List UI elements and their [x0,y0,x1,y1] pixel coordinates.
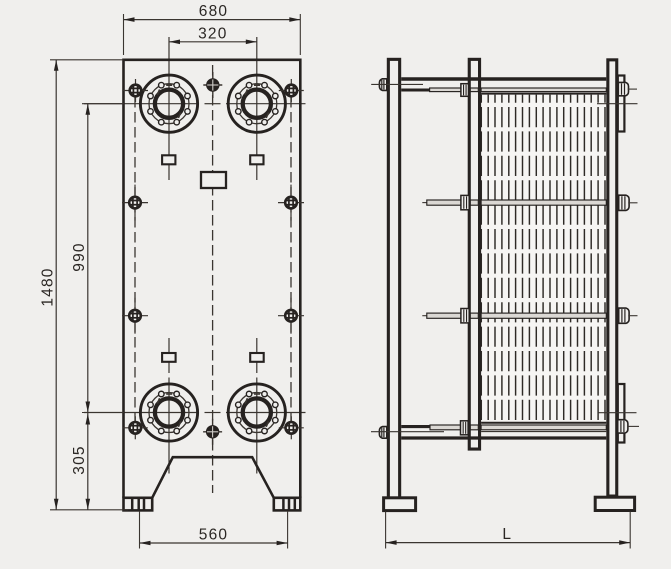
svg-text:320: 320 [198,25,227,42]
svg-text:990: 990 [71,242,88,271]
svg-text:1480: 1480 [40,267,57,306]
svg-text:L: L [502,526,512,543]
svg-text:560: 560 [199,527,228,544]
svg-text:305: 305 [71,445,88,474]
svg-text:680: 680 [199,3,228,20]
